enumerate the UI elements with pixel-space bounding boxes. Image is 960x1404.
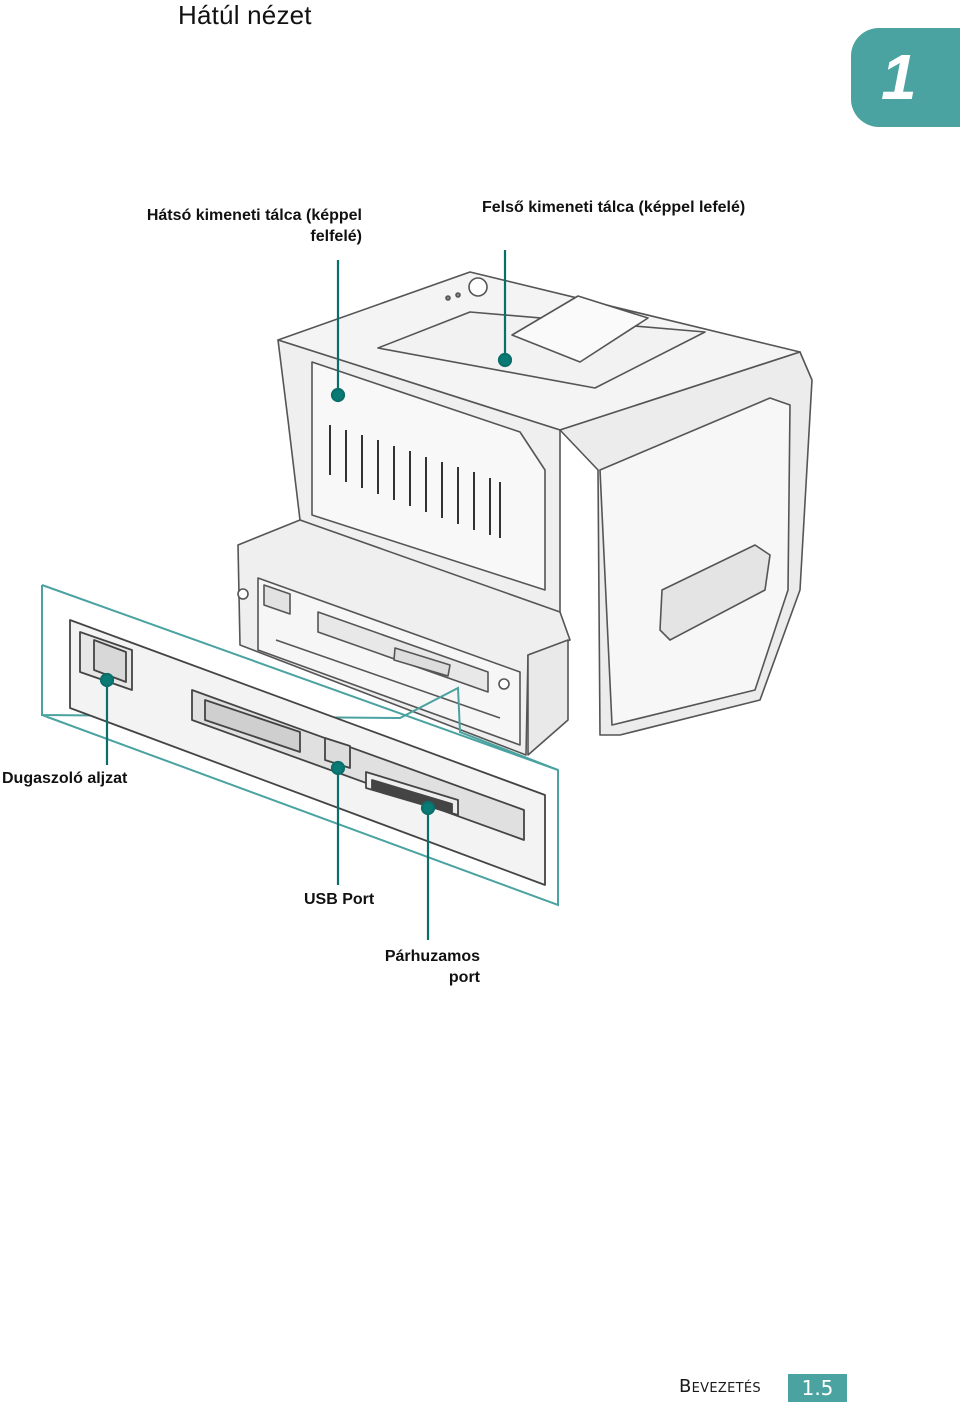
parallel-port-label: Párhuzamos port bbox=[384, 948, 480, 986]
top-output-tray-label: Felső kimeneti tálca (képpel lefelé) bbox=[482, 199, 746, 216]
footer-section-name: Bevezetés bbox=[679, 1376, 761, 1397]
usb-port-label: USB Port bbox=[304, 891, 375, 908]
chapter-tab: 1 bbox=[851, 28, 960, 127]
page-number: 1.5 bbox=[788, 1374, 847, 1402]
page-title: Hátúl nézet bbox=[178, 0, 312, 30]
printer-body bbox=[237, 271, 813, 756]
rear-output-tray-label: Hátsó kimeneti tálca (képpel felfelé) bbox=[146, 207, 362, 245]
leader-lines bbox=[99, 250, 513, 940]
chapter-number: 1 bbox=[881, 41, 917, 113]
power-receptacle-label: Dugaszoló aljzat bbox=[2, 770, 128, 787]
